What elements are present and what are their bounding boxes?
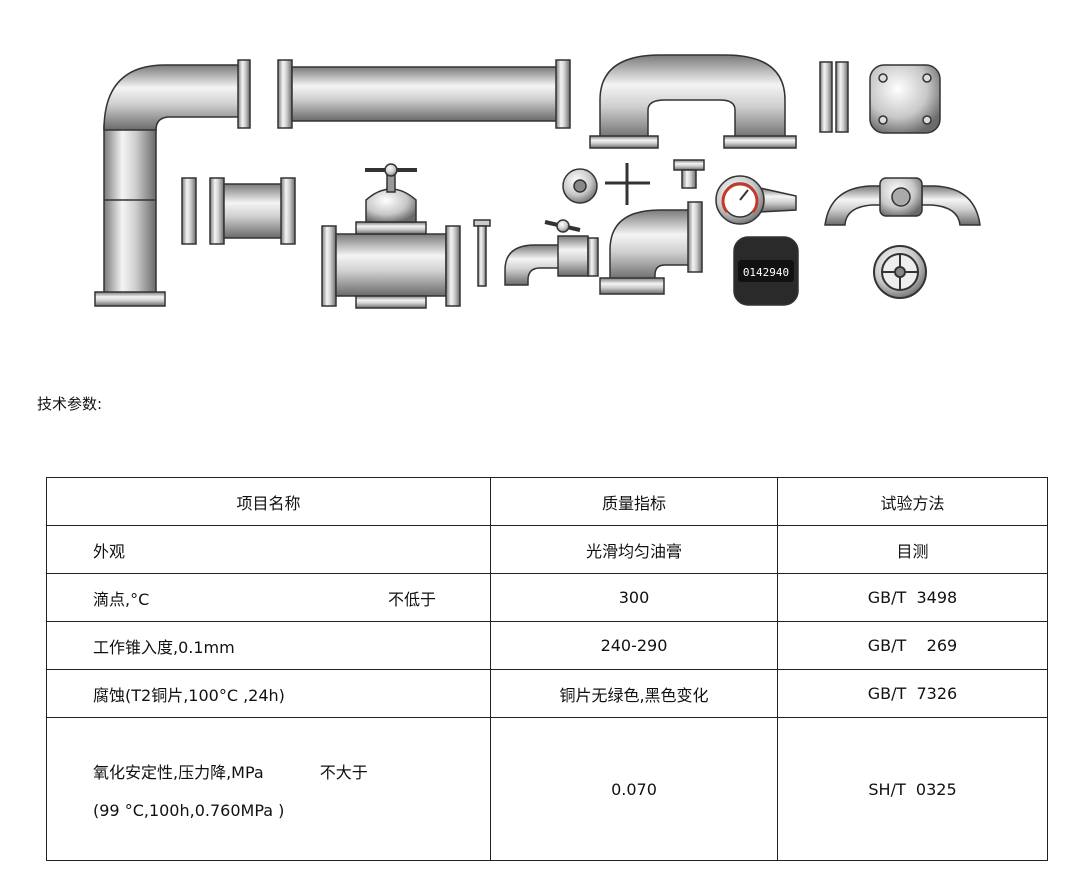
row-method: GB/T 3498 xyxy=(777,573,1048,622)
row-item: 工作锥入度,0.1mm xyxy=(46,621,491,670)
pipe-fittings-illustration: 0142940 xyxy=(94,54,981,309)
t-handle xyxy=(673,159,705,189)
faucet xyxy=(504,219,599,286)
row-method: SH/T 0325 xyxy=(777,717,1048,861)
spec-table: 项目名称 质量指标 试验方法 外观 光滑均匀油膏 目测 滴点,°C 不低于 30… xyxy=(46,477,1048,861)
elbow-pipe xyxy=(94,59,251,307)
row-item: 外观 xyxy=(46,525,491,574)
pipe-clamp xyxy=(473,219,491,287)
header-quality-index: 质量指标 xyxy=(490,477,778,526)
short-coupling xyxy=(181,177,296,245)
table-row: 外观 光滑均匀油膏 目测 xyxy=(46,525,1048,574)
table-row: 氧化安定性,压力降,MPa 不大于 (99 °C,100h,0.760MPa )… xyxy=(46,717,1048,861)
header-test-method: 试验方法 xyxy=(777,477,1048,526)
header-item-name: 项目名称 xyxy=(46,477,491,526)
row-value: 铜片无绿色,黑色变化 xyxy=(490,669,778,718)
flow-meter: 0142940 xyxy=(733,236,799,306)
row-item-condition: (99 °C,100h,0.760MPa ) xyxy=(93,800,285,820)
square-cap xyxy=(869,64,941,134)
row-item: 腐蚀(T2铜片,100°C ,24h) xyxy=(46,669,491,718)
row-method: GB/T 7326 xyxy=(777,669,1048,718)
elbow-90 xyxy=(599,201,703,295)
straight-pipe xyxy=(277,59,571,129)
row-item: 滴点,°C xyxy=(93,589,150,609)
row-qualifier: 不低于 xyxy=(387,589,436,609)
pressure-gauge xyxy=(715,175,797,225)
handwheel xyxy=(873,245,927,299)
row-method: 目测 xyxy=(777,525,1048,574)
row-item: 氧化安定性,压力降,MPa xyxy=(93,762,264,782)
gate-valve xyxy=(321,163,461,309)
section-title: 技术参数: xyxy=(37,395,103,413)
table-header-row: 项目名称 质量指标 试验方法 xyxy=(46,477,1048,526)
table-row: 工作锥入度,0.1mm 240-290 GB/T 269 xyxy=(46,621,1048,670)
row-value: 300 xyxy=(490,573,778,622)
flange-pair xyxy=(819,61,849,133)
table-row: 滴点,°C 不低于 300 GB/T 3498 xyxy=(46,573,1048,622)
row-qualifier: 不大于 xyxy=(319,762,368,782)
counter-readout: 0142940 xyxy=(743,266,789,279)
cross-handle xyxy=(605,163,650,205)
row-value: 240-290 xyxy=(490,621,778,670)
small-handwheel xyxy=(562,168,598,204)
row-method: GB/T 269 xyxy=(777,621,1048,670)
u-bend-pipe xyxy=(589,54,797,149)
row-value: 光滑均匀油膏 xyxy=(490,525,778,574)
filter-assembly xyxy=(824,177,981,226)
table-row: 腐蚀(T2铜片,100°C ,24h) 铜片无绿色,黑色变化 GB/T 7326 xyxy=(46,669,1048,718)
row-value: 0.070 xyxy=(490,717,778,861)
